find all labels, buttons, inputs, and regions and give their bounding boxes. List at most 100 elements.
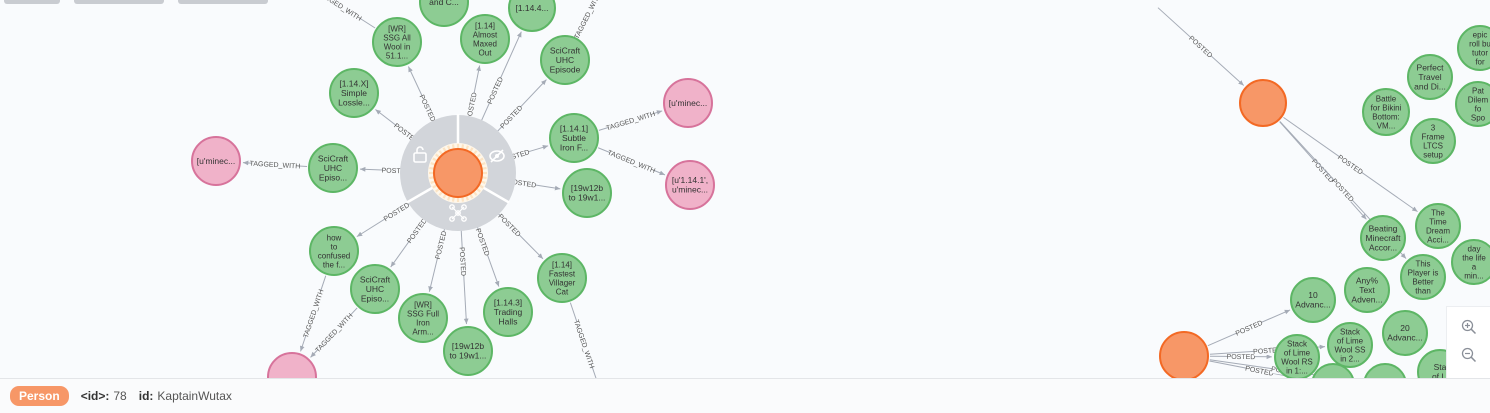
- node-caption: Acci...: [1427, 235, 1449, 244]
- node-caption: 20: [1400, 323, 1410, 333]
- tag-node[interactable]: [u'minec...: [663, 78, 713, 128]
- node-caption: Iron F...: [560, 142, 588, 152]
- relationship-posted[interactable]: POSTED: [1157, 7, 1245, 86]
- node-caption: Stack: [1340, 327, 1361, 336]
- relationship-label: TAGGED_WITH: [249, 161, 300, 171]
- node-caption: min...: [1464, 271, 1484, 280]
- video-node[interactable]: [WR]SSG FullIronArm...: [398, 293, 448, 343]
- video-node[interactable]: [1.14.4...: [508, 0, 556, 32]
- tag-node[interactable]: [267, 352, 317, 378]
- relationship-label: TAGGED_WITH: [316, 0, 363, 23]
- node-caption: of Lime: [1337, 336, 1364, 345]
- video-node[interactable]: BeatingMinecraftAccor...: [1360, 215, 1406, 261]
- relationship-posted[interactable]: POSTED: [1207, 309, 1291, 347]
- relationship-posted[interactable]: POSTED: [1209, 351, 1273, 361]
- node-caption: of Li: [1432, 372, 1448, 378]
- node-caption: Wool SS: [1335, 345, 1366, 354]
- node-caption: epic: [1473, 30, 1488, 39]
- toolbar-tab[interactable]: [4, 0, 60, 4]
- tag-node[interactable]: [u'1.14.1',u'minec...: [665, 160, 715, 210]
- node-label-badge[interactable]: Person: [10, 386, 69, 406]
- relationship-label: POSTED: [1310, 158, 1334, 184]
- relationship-tagged-with[interactable]: TAGGED_WITH: [310, 307, 358, 358]
- relationship-tagged-with[interactable]: TAGGED_WITH: [304, 0, 376, 29]
- toolbar-tab[interactable]: [178, 0, 268, 4]
- node-caption: than: [1415, 286, 1431, 295]
- node-caption: Player is: [1408, 268, 1439, 277]
- share-nodes-icon[interactable]: [449, 204, 467, 222]
- zoom-in-button[interactable]: [1457, 315, 1481, 339]
- id-key: <id>:: [80, 389, 110, 403]
- node-caption: the f...: [323, 260, 345, 269]
- node-caption: Advanc...: [1295, 300, 1330, 310]
- person-node[interactable]: [433, 148, 483, 198]
- node-caption: Episode: [550, 64, 581, 74]
- relationship-label: POSTED: [418, 94, 437, 123]
- video-node[interactable]: [1312, 363, 1354, 378]
- node-caption: Accor...: [1369, 242, 1397, 252]
- relationship-tagged-with[interactable]: TAGGED_WITH: [242, 158, 308, 171]
- node-caption: [1.14.4...: [515, 3, 548, 13]
- tag-node[interactable]: [u'minec...: [191, 136, 241, 186]
- node-caption: and Di...: [1414, 81, 1446, 91]
- node-caption: Fastest: [549, 269, 576, 278]
- node-caption: [1.14.1]: [560, 123, 588, 133]
- relationship-label: TAGGED_WITH: [606, 149, 656, 175]
- node-caption: UHC: [366, 284, 384, 294]
- node-caption: setup: [1423, 150, 1443, 159]
- person-node[interactable]: [1159, 331, 1209, 378]
- node-caption: tutor: [1472, 48, 1488, 57]
- node-caption: Maxed: [473, 39, 497, 48]
- relationship-tagged-with[interactable]: TAGGED_WITH: [597, 147, 666, 176]
- video-node[interactable]: [1.14.X]SimpleLossle...: [329, 68, 379, 118]
- zoom-out-button[interactable]: [1457, 343, 1481, 367]
- unlock-icon[interactable]: [413, 146, 427, 163]
- node-caption: Subtle: [562, 133, 586, 143]
- node-caption: SciCraft: [318, 153, 349, 163]
- person-node[interactable]: [1239, 79, 1287, 127]
- node-caption: [WR]: [388, 24, 406, 33]
- relationship-tagged-with[interactable]: TAGGED_WITH: [572, 0, 603, 40]
- video-node[interactable]: [1364, 363, 1406, 378]
- video-node[interactable]: and C...: [419, 0, 469, 27]
- node-caption: [u'1.14.1',: [672, 175, 708, 185]
- relationship-tagged-with[interactable]: TAGGED_WITH: [569, 302, 598, 378]
- relationship-tagged-with[interactable]: TAGGED_WITH: [598, 109, 663, 132]
- video-node[interactable]: SciCraftUHCEpiso...: [350, 264, 400, 314]
- node-caption: VM...: [1377, 121, 1396, 130]
- node-caption: in 1:...: [1286, 366, 1308, 375]
- video-node[interactable]: 20Advanc...: [1382, 310, 1428, 356]
- relationship-label: POSTED: [487, 76, 505, 105]
- video-node[interactable]: TheTimeDreamAcci...: [1415, 203, 1461, 249]
- video-node[interactable]: SciCraftUHCEpiso...: [308, 143, 358, 193]
- eye-slash-icon[interactable]: [489, 149, 505, 163]
- video-node[interactable]: 10Advanc...: [1290, 277, 1336, 323]
- node-caption: confused: [318, 251, 350, 260]
- relationship-label: POSTED: [1253, 347, 1282, 356]
- node-caption: Minecraft: [1366, 233, 1402, 243]
- video-node[interactable]: Any%TextAdven...: [1344, 267, 1390, 313]
- node-caption: the life: [1462, 253, 1486, 262]
- toolbar-tab[interactable]: [74, 0, 164, 4]
- node-caption: Dream: [1426, 226, 1450, 235]
